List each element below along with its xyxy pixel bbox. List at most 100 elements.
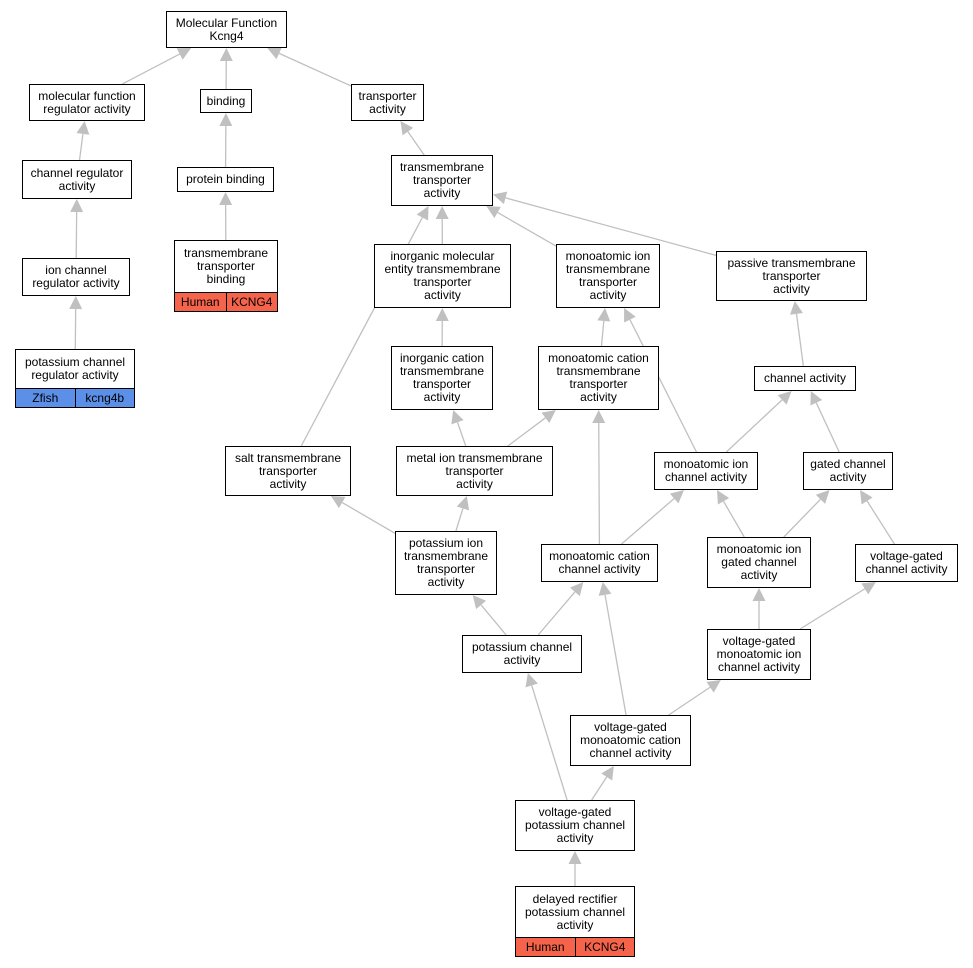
arrowhead-ion_channel_regulator-to-channel_regulator xyxy=(70,199,84,213)
arrowhead-metal_ion_tm-to-inorganic_cation_tm xyxy=(451,410,464,425)
arrowhead-inorganic_cation_tm-to-inorganic_mol_tm xyxy=(435,308,449,322)
arrowhead-k_ion_tm-to-salt_tm xyxy=(330,496,346,509)
node-potassium-channel-activity[interactable]: potassium channel activity xyxy=(462,635,582,673)
arrowhead-k_channel_regulator-to-ion_channel_regulator xyxy=(69,296,83,310)
edge-k_channel-to-monoatomic_cation_channel xyxy=(537,591,576,636)
node-label: potassium channel activity xyxy=(471,640,573,667)
arrowhead-transporter-to-mf_kcng4 xyxy=(267,47,282,60)
node-label: protein binding xyxy=(186,172,265,186)
node-channel-regulator-activity[interactable]: channel regulator activity xyxy=(22,160,132,199)
edge-monoatomic_cation_channel-to-monoatomic_cation_tm xyxy=(598,422,601,545)
node-transporter-activity[interactable]: transporter activity xyxy=(351,84,424,121)
edge-transporter-to-mf_kcng4 xyxy=(278,52,352,87)
arrowhead-monoatomic_ion_channel-to-channel_activity xyxy=(777,391,792,405)
arrowhead-monoatomic_cation_channel-to-monoatomic_cation_tm xyxy=(592,410,606,424)
edge-channel_activity-to-passive_tm xyxy=(795,313,804,367)
node-label: transmembrane transporter activity xyxy=(399,160,485,200)
arrowhead-monoatomic_ion_gated-to-monoatomic_ion_channel xyxy=(717,490,730,505)
node-label: ion channel regulator activity xyxy=(32,263,120,290)
node-voltage-gated-channel-activity[interactable]: voltage-gated channel activity xyxy=(855,544,958,582)
node-voltage-gated-potassium-channel-activity[interactable]: voltage-gated potassium channel activity xyxy=(515,800,635,851)
arrowhead-protein_binding-to-binding xyxy=(219,113,233,127)
edge-monoatomic_ion_tm-to-tm_transporter xyxy=(497,211,557,247)
arrowhead-gated_channel-to-channel_activity xyxy=(810,391,823,406)
node-voltage-gated-monoatomic-ion-channel-activity[interactable]: voltage-gated monoatomic ion channel act… xyxy=(707,629,811,680)
node-transmembrane-transporter-binding[interactable]: transmembrane transporter binding Human … xyxy=(174,240,278,312)
edge-vg_monoatomic_ion-to-vg_channel xyxy=(799,588,866,630)
node-monoatomic-cation-channel-activity[interactable]: monoatomic cation channel activity xyxy=(541,544,658,582)
gene-label: KCNG4 xyxy=(225,293,277,311)
node-label: transmembrane transporter binding xyxy=(183,246,269,286)
node-passive-transmembrane-transporter-activity[interactable]: passive transmembrane transporter activi… xyxy=(716,251,867,301)
node-inorganic-molecular-entity-transmembrane-transporter-activity[interactable]: inorganic molecular entity transmembrane… xyxy=(374,244,511,308)
edge-mf_regulator-to-mf_kcng4 xyxy=(122,53,180,85)
gene-annotation: Zfish kcng4b xyxy=(16,388,134,407)
arrowhead-k_channel-to-k_ion_tm xyxy=(472,595,487,610)
node-monoatomic-cation-transmembrane-transporter-activity[interactable]: monoatomic cation transmembrane transpor… xyxy=(538,346,659,410)
node-delayed-rectifier-potassium-channel-activity[interactable]: delayed rectifier potassium channel acti… xyxy=(515,886,635,957)
node-label: monoatomic ion transmembrane transporter… xyxy=(565,249,651,302)
node-monoatomic-ion-channel-activity[interactable]: monoatomic ion channel activity xyxy=(654,452,758,490)
arrowhead-vg_monoatomic_cation-to-monoatomic_cation_channel xyxy=(598,582,612,596)
node-protein-binding[interactable]: protein binding xyxy=(177,167,274,192)
node-monoatomic-ion-transmembrane-transporter-activity[interactable]: monoatomic ion transmembrane transporter… xyxy=(556,244,660,308)
species-label: Human xyxy=(516,938,575,956)
edge-k_ion_tm-to-salt_tm xyxy=(341,501,396,534)
arrowhead-metal_ion_tm-to-monoatomic_cation_tm xyxy=(541,410,556,423)
node-channel-activity[interactable]: channel activity xyxy=(754,366,856,391)
arrowhead-vg_channel-to-gated_channel xyxy=(860,490,873,505)
node-gated-channel-activity[interactable]: gated channel activity xyxy=(803,452,893,490)
species-label: Human xyxy=(175,293,226,311)
node-label: voltage-gated potassium channel activity xyxy=(524,805,626,845)
edge-metal_ion_tm-to-inorganic_cation_tm xyxy=(456,422,467,447)
node-label: monoatomic ion channel activity xyxy=(663,457,749,484)
node-potassium-channel-regulator-activity[interactable]: potassium channel regulator activity Zfi… xyxy=(15,349,135,408)
node-molecular-function-regulator-activity[interactable]: molecular function regulator activity xyxy=(29,84,145,121)
edge-vg_k_channel-to-k_channel xyxy=(531,685,568,801)
node-label: transporter activity xyxy=(358,88,417,116)
species-label: Zfish xyxy=(16,389,75,407)
arrowhead-inorganic_mol_tm-to-tm_transporter xyxy=(435,206,449,220)
node-ion-channel-regulator-activity[interactable]: ion channel regulator activity xyxy=(22,258,130,296)
node-voltage-gated-monoatomic-cation-channel-activity[interactable]: voltage-gated monoatomic cation channel … xyxy=(570,715,691,766)
node-binding[interactable]: binding xyxy=(200,89,252,113)
edge-monoatomic_cation_channel-to-monoatomic_ion_channel xyxy=(621,498,675,545)
edge-monoatomic_ion_gated-to-gated_channel xyxy=(783,498,821,538)
node-label: inorganic cation transmembrane transport… xyxy=(399,351,485,404)
arrowhead-delayed_rectifier-to-vg_k_channel xyxy=(568,851,582,864)
node-metal-ion-transmembrane-transporter-activity[interactable]: metal ion transmembrane transporter acti… xyxy=(396,446,553,496)
node-monoatomic-ion-gated-channel-activity[interactable]: monoatomic ion gated channel activity xyxy=(707,537,811,588)
arrowhead-monoatomic_ion_tm-to-tm_transporter xyxy=(486,206,501,219)
arrowhead-salt_tm-to-tm_transporter xyxy=(416,206,429,221)
edge-gated_channel-to-channel_activity xyxy=(815,402,840,453)
gene-annotation: Human KCNG4 xyxy=(516,937,634,956)
node-label: binding xyxy=(206,93,246,108)
node-inorganic-cation-transmembrane-transporter-activity[interactable]: inorganic cation transmembrane transport… xyxy=(391,346,493,410)
edge-monoatomic_ion_gated-to-monoatomic_ion_channel xyxy=(722,500,745,538)
node-label: gated channel activity xyxy=(810,457,886,484)
arrowhead-monoatomic_ion_gated-to-gated_channel xyxy=(815,490,830,504)
arrowhead-binding-to-mf_kcng4 xyxy=(219,48,233,62)
node-label: potassium ion transmembrane transporter … xyxy=(403,536,489,589)
node-label: monoatomic ion gated channel activity xyxy=(716,542,802,582)
arrowhead-vg_k_channel-to-k_channel xyxy=(525,673,538,688)
node-label: metal ion transmembrane transporter acti… xyxy=(406,450,543,491)
arrowhead-vg_monoatomic_ion-to-monoatomic_ion_gated xyxy=(752,588,766,601)
node-molecular-function-kcng4[interactable]: Molecular Function Kcng4 xyxy=(166,11,287,48)
arrowhead-monoatomic_cation_tm-to-monoatomic_ion_tm xyxy=(597,308,611,322)
arrowhead-tm_transporter_binding-to-protein_binding xyxy=(219,192,233,206)
edge-monoatomic_cation_tm-to-monoatomic_ion_tm xyxy=(600,320,605,347)
gene-label: kcng4b xyxy=(74,389,134,407)
node-salt-transmembrane-transporter-activity[interactable]: salt transmembrane transporter activity xyxy=(225,446,351,496)
arrowhead-monoatomic_ion_channel-to-monoatomic_ion_tm xyxy=(624,308,636,323)
node-label: molecular function regulator activity xyxy=(38,88,136,116)
arrowhead-tm_transporter-to-transporter xyxy=(400,121,414,136)
node-potassium-ion-transmembrane-transporter-activity[interactable]: potassium ion transmembrane transporter … xyxy=(395,531,497,595)
arrowhead-k_channel-to-monoatomic_cation_channel xyxy=(569,582,584,597)
gene-label: KCNG4 xyxy=(574,938,634,956)
node-transmembrane-transporter-activity[interactable]: transmembrane transporter activity xyxy=(391,155,493,206)
arrowhead-vg_monoatomic_cation-to-vg_monoatomic_ion xyxy=(706,680,721,693)
edge-vg_channel-to-gated_channel xyxy=(866,500,895,545)
node-label: voltage-gated monoatomic ion channel act… xyxy=(716,634,802,674)
node-label: Molecular Function Kcng4 xyxy=(175,15,278,43)
